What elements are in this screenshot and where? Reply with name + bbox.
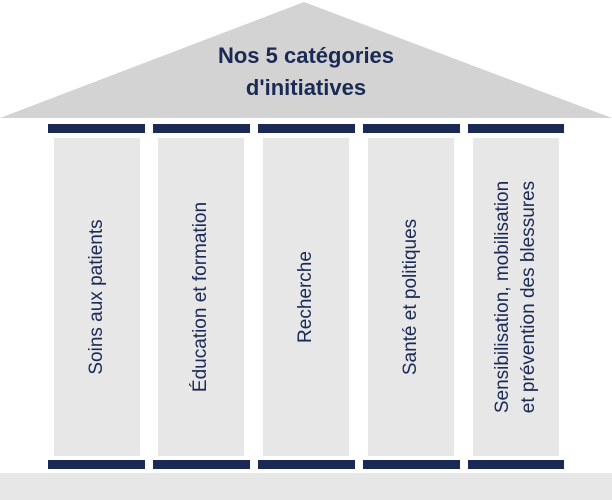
title-line-1: Nos 5 catégories	[217, 43, 395, 68]
pillar-recherche: Recherche	[263, 138, 349, 456]
pillar-label-line-1: Sensibilisation, mobilisation	[492, 180, 513, 414]
pillar-capital-5	[468, 124, 564, 133]
pillar-sensibilisation: Sensibilisation, mobilisation et prévent…	[473, 138, 559, 456]
pillar-base-3	[258, 460, 355, 469]
temple-floor	[0, 473, 612, 500]
pillar-label: Soins aux patients	[84, 138, 110, 456]
page-title: Nos 5 catégories d'initiatives	[150, 40, 462, 104]
pillar-label: Santé et politiques	[398, 138, 424, 456]
title-line-2: d'initiatives	[245, 75, 367, 100]
pillar-base-5	[468, 460, 564, 469]
pillar-soins-aux-patients: Soins aux patients	[54, 138, 140, 456]
pillar-label: Éducation et formation	[188, 138, 214, 456]
pillar-base-4	[363, 460, 460, 469]
pillar-sante-et-politiques: Santé et politiques	[368, 138, 454, 456]
pillar-capital-2	[153, 124, 250, 133]
pillar-label: Sensibilisation, mobilisation et prévent…	[490, 138, 542, 456]
pillar-base-1	[48, 460, 145, 469]
pillar-base-2	[153, 460, 250, 469]
pillar-capital-4	[363, 124, 460, 133]
pillar-label-line-1: Santé et politiques	[400, 218, 421, 376]
roof-triangle	[0, 2, 612, 118]
pillar-label-line-1: Recherche	[295, 251, 316, 343]
pillar-capital-1	[48, 124, 145, 133]
pillar-label-line-1: Éducation et formation	[190, 201, 211, 393]
pillar-education-et-formation: Éducation et formation	[158, 138, 244, 456]
temple-roof	[0, 2, 612, 118]
pillar-label-line-1: Soins aux patients	[86, 219, 107, 375]
pillar-label-line-2: et prévention des blessures	[518, 180, 539, 414]
pillar-capital-3	[258, 124, 355, 133]
pillar-label: Recherche	[293, 138, 319, 456]
